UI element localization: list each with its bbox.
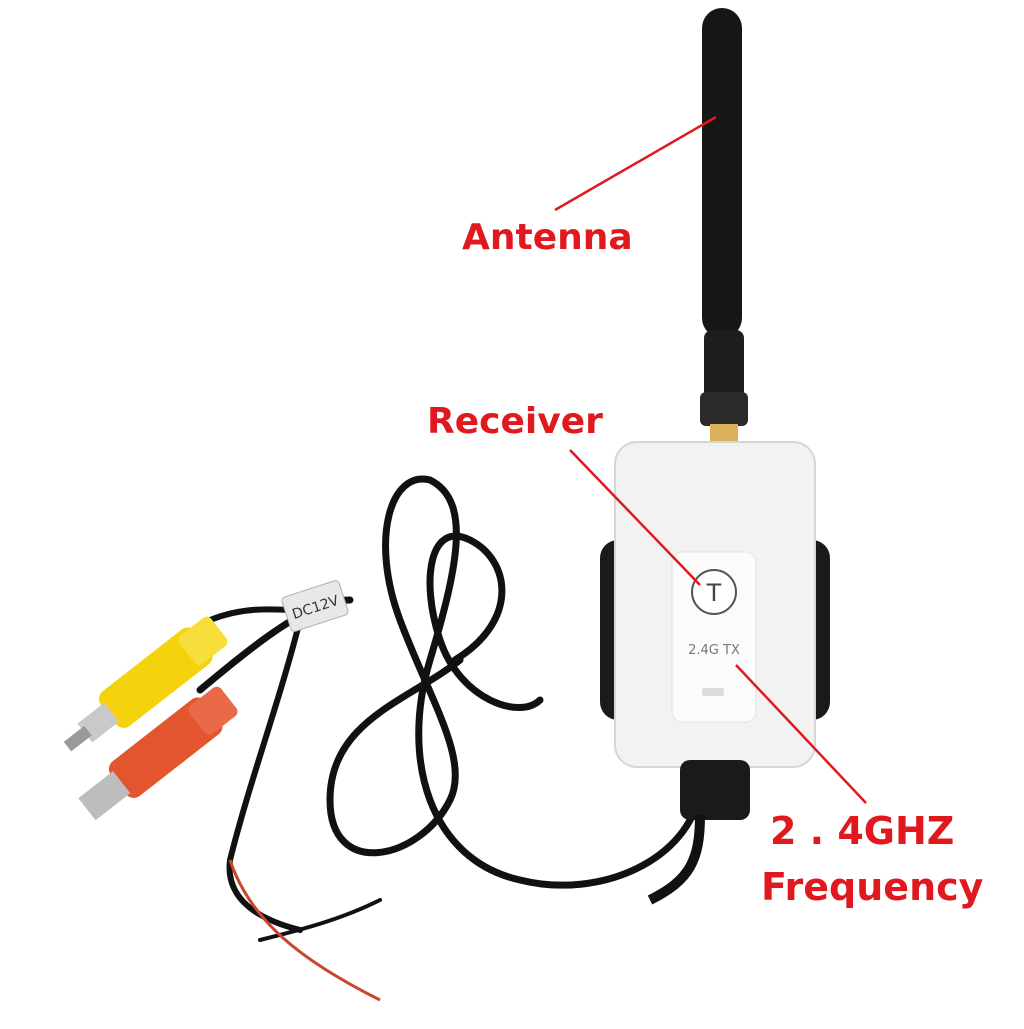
dc-connector-orange bbox=[78, 686, 238, 821]
bare-wire bbox=[228, 859, 381, 1002]
frequency-line bbox=[735, 664, 867, 804]
antenna-label: Antenna bbox=[462, 217, 633, 258]
status-led bbox=[702, 688, 724, 696]
frequency-label-line2: Frequency bbox=[761, 865, 984, 909]
antenna-line bbox=[554, 115, 717, 212]
model-text: 2.4G TX bbox=[688, 643, 740, 658]
frequency-label-line1: 2 . 4GHZ bbox=[770, 809, 955, 853]
cable-tag: DC12V bbox=[281, 580, 349, 632]
receiver-label: Receiver bbox=[427, 401, 603, 442]
button-t bbox=[691, 569, 737, 615]
rca-connector-yellow bbox=[63, 616, 228, 752]
button-letter: T bbox=[706, 579, 722, 607]
callout-lines bbox=[554, 115, 867, 804]
receiver-device: T 2.4G TX bbox=[600, 441, 830, 905]
antenna bbox=[700, 8, 748, 448]
receiver-line bbox=[569, 449, 701, 586]
